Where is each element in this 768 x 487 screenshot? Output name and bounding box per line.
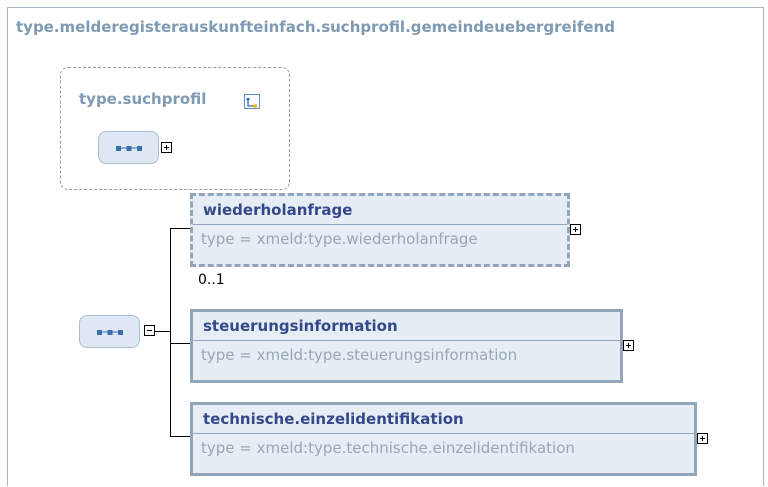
element-name: wiederholanfrage [203,201,353,219]
element-technische-einzelidentifikation[interactable]: technische.einzelidentifikation type = x… [190,402,697,476]
base-type-name: type.suchprofil [79,90,207,108]
element-type: type = xmeld:type.steuerungsinformation [201,346,518,364]
element-separator [193,433,694,434]
element-separator [193,224,567,225]
element-name: technische.einzelidentifikation [203,410,464,428]
sequence-compositor[interactable] [79,315,140,348]
diagram-title: type.melderegisterauskunfteinfach.suchpr… [16,18,615,36]
connector-line [170,228,190,229]
sequence-icon [97,330,123,335]
cardinality-label: 0..1 [198,272,225,288]
connector-line [170,343,190,344]
sequence-collapse-toggle[interactable] [144,325,155,336]
complex-type-container: type.melderegisterauskunfteinfach.suchpr… [7,7,764,486]
element-name: steuerungsinformation [203,317,398,335]
element-type: type = xmeld:type.wiederholanfrage [201,230,478,248]
base-type-box: type.suchprofil [60,67,290,190]
connector-line [170,228,171,437]
base-sequence-compositor[interactable] [98,131,159,164]
element-steuerungsinformation[interactable]: steuerungsinformation type = xmeld:type.… [190,309,623,383]
sequence-icon [116,146,142,151]
base-expand-toggle[interactable] [161,142,172,153]
element-type: type = xmeld:type.technische.einzelident… [201,439,575,457]
wiederholanfrage-expand-toggle[interactable] [570,224,581,235]
connector-line [155,331,170,332]
type-hierarchy-icon [244,94,260,109]
element-wiederholanfrage[interactable]: wiederholanfrage type = xmeld:type.wiede… [190,193,570,267]
steuerungsinformation-expand-toggle[interactable] [623,340,634,351]
connector-line [170,436,190,437]
element-separator [193,340,620,341]
technische-einzelidentifikation-expand-toggle[interactable] [697,433,708,444]
